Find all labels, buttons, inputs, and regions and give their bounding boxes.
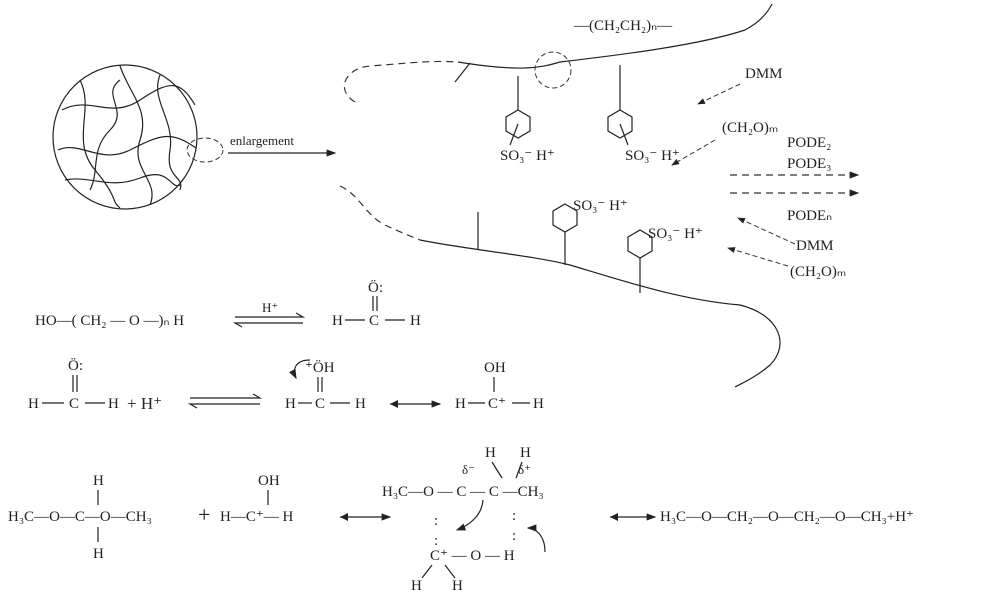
hydroxyl: OH [484,360,506,376]
trioxymethylene-label-bottom: (CH₂O)ₘ [790,264,846,280]
hydroxymethyl-cation: H—C⁺— H [220,509,294,525]
trioxymethylene-arrow-bottom [727,247,789,267]
hydroxyl: OH [258,473,280,489]
trioxymethylene-label-top: (CH₂O)ₘ [722,120,778,136]
hydrogen: H [410,313,421,329]
dmm-arrow-bottom [737,217,796,245]
equation-chain-growth: H H₃C—O—C—O—CH₃ H + OH H—C⁺— H H H δ⁻ δ⁺… [8,445,914,592]
trioxymethylene-arrow-top [671,139,716,166]
lower-resin-surface [339,185,781,388]
pode3-label: PODE₃ [787,156,831,172]
hydrogen: H [93,473,104,489]
dots: : [434,533,438,549]
hydrogen: H [28,396,39,412]
carbon: C [69,396,79,412]
dots: : [512,508,516,524]
poden-label: PODEₙ [787,208,832,224]
oxygen: Ö: [368,279,383,296]
oxygen: Ö: [68,357,83,374]
sulfonic-group: SO₃⁻ H⁺ [500,148,555,164]
hydrogen: H [533,396,544,412]
carbon: C [315,396,325,412]
enlargement-label: enlargement [230,133,294,148]
proton: + H⁺ [127,394,162,413]
catalyst-label: H⁺ [262,300,278,315]
upper-resin-surface [343,3,773,146]
hydrogen: H [355,396,366,412]
hydrogen: H [455,396,466,412]
dots: : [512,528,516,544]
equation-depolymerization: HO—( CH₂ — O —)ₙ H H⁺ Ö: H C H [35,279,421,329]
paraformaldehyde: HO—( CH₂ — O —)ₙ H [35,313,184,329]
equation-protonation: Ö: H C H + H⁺ ⁺ÖH H C H OH H C⁺ H [28,357,544,413]
hydrogen: H [452,578,463,592]
partial-positive-charge: δ⁺ [518,462,531,477]
hydrogen: H [285,396,296,412]
dmm-label-top: DMM [745,66,783,82]
plus-sign: + [198,502,210,527]
carbon: C [369,313,379,329]
hydrogen: H [108,396,119,412]
hydrogen: H [411,578,422,592]
protonated-oxygen: ⁺ÖH [305,359,335,376]
dmm-molecule: H₃C—O—C—O—CH₃ [8,509,152,525]
dots: : [434,513,438,529]
resin-bead [52,64,224,210]
pode2-molecule: H₃C—O—CH₂—O—CH₂—O—CH₃+H⁺ [660,509,914,525]
dmm-arrow-top [697,83,741,105]
partial-negative-charge: δ⁻ [462,462,475,477]
carbocation: C⁺ [488,396,506,412]
hydrogen: H [520,445,531,461]
sulfonic-group: SO₃⁻ H⁺ [648,226,703,242]
transition-state-chain: H₃C—O — C — C —CH₃ [382,484,544,500]
hydrogen: H [332,313,343,329]
dmm-label-bottom: DMM [796,238,834,254]
hydrogen: H [93,546,104,562]
sulfonic-group: SO₃⁻ H⁺ [573,198,628,214]
sulfonic-group: SO₃⁻ H⁺ [625,148,680,164]
pode2-label: PODE₂ [787,135,831,151]
polymer-chain-label: —(CH₂CH₂)ₙ— [573,18,673,34]
transition-state-bottom: C⁺ — O — H [430,548,515,564]
hydrogen: H [485,445,496,461]
